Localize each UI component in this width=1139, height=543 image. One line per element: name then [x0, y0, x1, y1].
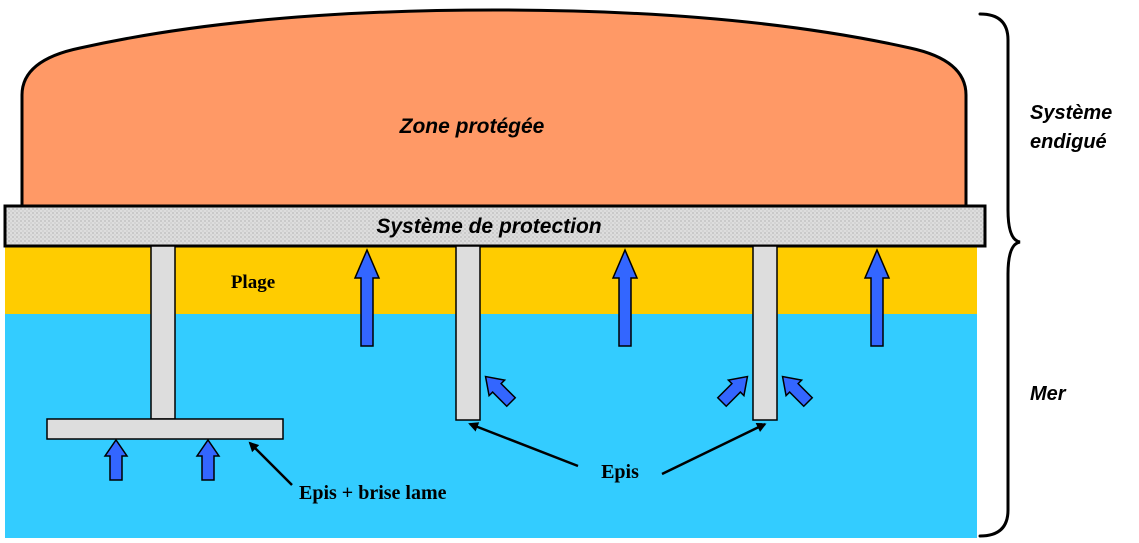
groyne-stem-left — [150, 245, 176, 420]
arrow-diagonal-icon — [781, 375, 814, 408]
protection-system-label: Système de protection — [376, 215, 601, 238]
zone-protegee-label: Zone protégée — [399, 115, 545, 138]
brace-systeme-endigue — [978, 12, 1021, 276]
arrow-diagonal-icon — [484, 375, 517, 408]
arrow-up-icon — [611, 248, 639, 347]
brace-mer — [978, 272, 1010, 538]
groyne-middle — [455, 245, 481, 421]
arrow-up-icon — [863, 248, 891, 347]
arrow-up-icon — [195, 438, 221, 481]
protection-system-bar — [3, 204, 987, 248]
pointer-arrow-icon — [661, 422, 767, 476]
arrow-up-icon — [103, 438, 129, 481]
mer-label: Mer — [1030, 383, 1067, 405]
arrow-up-icon — [353, 248, 381, 347]
systeme-endigue-label-line2: endigué — [1030, 131, 1107, 153]
epis-label: Epis — [601, 461, 639, 483]
epis-brise-lame-label: Epis + brise lame — [299, 482, 447, 504]
pointer-arrow-icon — [468, 422, 579, 468]
arrow-diagonal-icon — [716, 375, 749, 408]
groyne-right — [752, 245, 778, 421]
protected-zone — [20, 8, 968, 208]
plage-label: Plage — [231, 272, 275, 293]
breakwater — [46, 418, 284, 440]
pointer-arrow-icon — [248, 441, 293, 486]
systeme-endigue-label-line1: Système — [1030, 102, 1112, 124]
